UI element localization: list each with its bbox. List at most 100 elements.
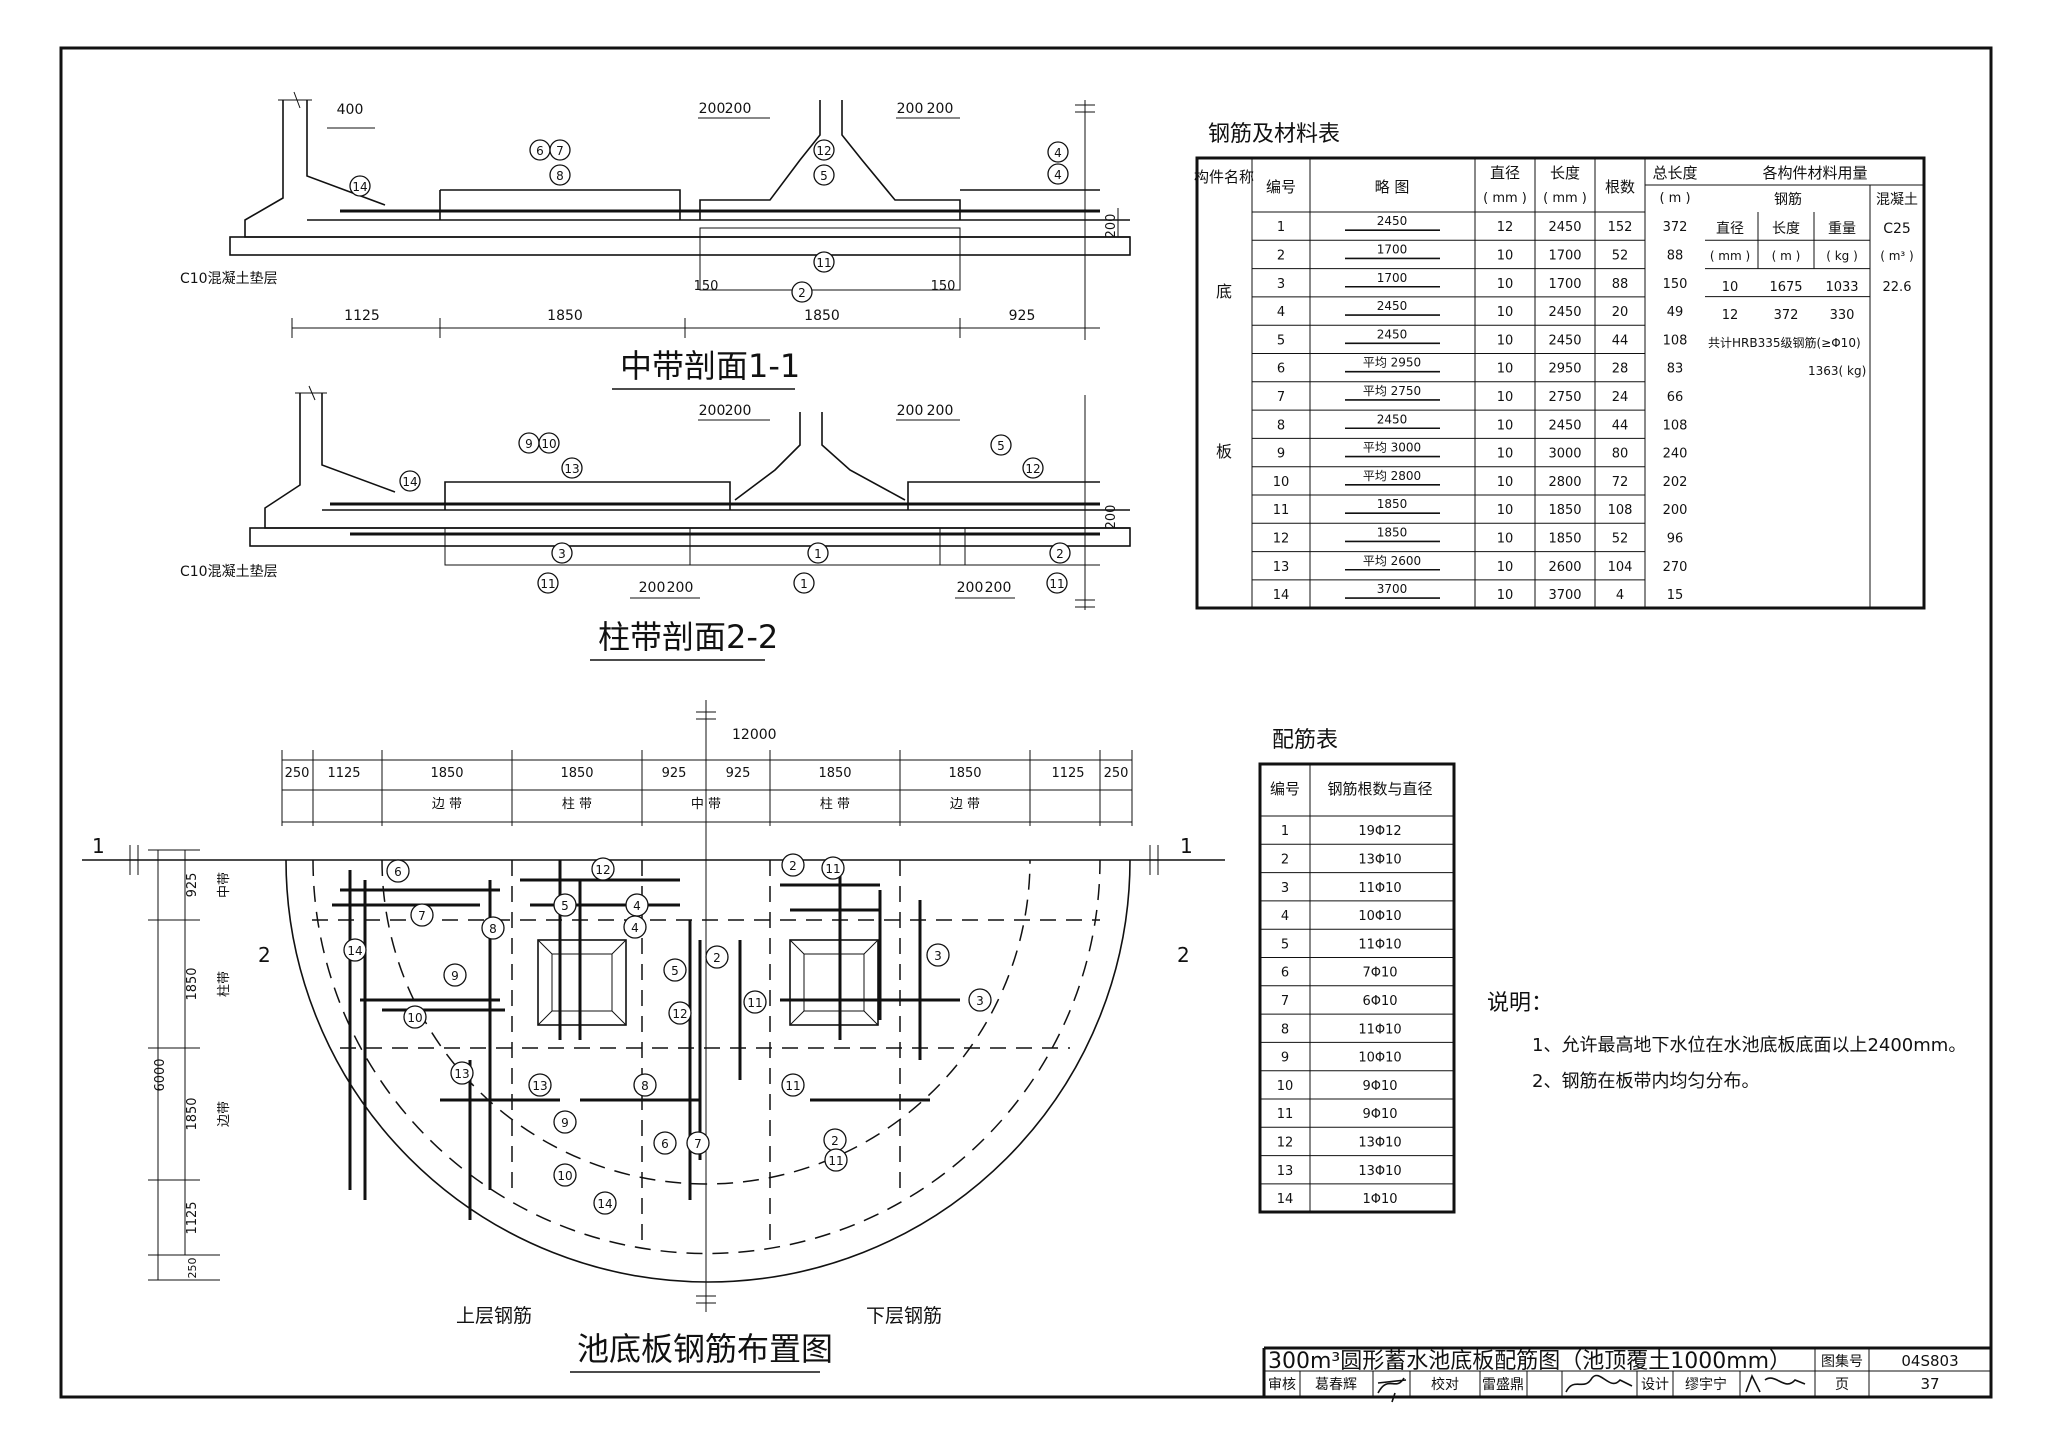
s2-mark-11a: 11 bbox=[540, 577, 555, 591]
material-cell-count: 104 bbox=[1608, 560, 1633, 575]
reviewer-signature bbox=[1377, 1377, 1407, 1403]
materials-headers: 构件名称 编号 略 图 直径 ( mm ) 长度 ( mm ) 根数 总长度 (… bbox=[1194, 164, 1918, 461]
svg-text:11: 11 bbox=[825, 862, 840, 876]
section1-dim-1850b: 1850 bbox=[804, 308, 840, 324]
materials-note-1: 共计HRB335级钢筋(≥Φ10) bbox=[1708, 335, 1861, 350]
svg-text:6: 6 bbox=[661, 1137, 669, 1151]
plan-left-dim-250: 250 bbox=[186, 1258, 199, 1279]
rebar-col-no: 编号 bbox=[1270, 780, 1300, 798]
section1-dim-150b: 150 bbox=[931, 279, 956, 294]
material-cell-len: 2450 bbox=[1548, 333, 1581, 348]
materials-table bbox=[1195, 156, 1926, 610]
plan-mark: 5 bbox=[553, 893, 577, 917]
plan-mark: 10 bbox=[553, 1163, 577, 1187]
plan-mark: 3 bbox=[926, 943, 950, 967]
s2-mark-2: 2 bbox=[1056, 547, 1064, 561]
page-label: 页 bbox=[1835, 1377, 1849, 1393]
material-cell-no: 2 bbox=[1277, 248, 1285, 263]
plan-mark: 12 bbox=[668, 1001, 692, 1025]
material-cell-total: 88 bbox=[1667, 248, 1684, 263]
plan-dim-1125b: 1125 bbox=[1051, 766, 1084, 781]
plan-dim-1850c: 1850 bbox=[818, 766, 851, 781]
mh-sub-dia: 直径 bbox=[1716, 220, 1744, 237]
plan-mark: 8 bbox=[633, 1073, 657, 1097]
plan-mark: 7 bbox=[410, 903, 434, 927]
section1-dim-1850a: 1850 bbox=[547, 308, 583, 324]
plan-left-band-edge: 边带 bbox=[217, 1101, 232, 1127]
plan-dim-925b: 925 bbox=[726, 766, 751, 781]
mh-len: 长度 bbox=[1550, 164, 1580, 182]
material-cell-total: 66 bbox=[1667, 390, 1684, 405]
material-cell-len: 1850 bbox=[1548, 503, 1581, 518]
plan-mark: 4 bbox=[625, 893, 649, 917]
material-cell-dia: 10 bbox=[1497, 390, 1514, 405]
review-label: 审核 bbox=[1268, 1377, 1296, 1393]
s2-mark-13: 13 bbox=[564, 462, 579, 476]
material-cell-count: 152 bbox=[1608, 220, 1633, 235]
svg-text:3: 3 bbox=[976, 994, 984, 1008]
mh-sub-dia-unit: ( mm ) bbox=[1710, 249, 1750, 263]
material-cell-dia: 10 bbox=[1497, 418, 1514, 433]
reviewer-name: 葛春辉 bbox=[1315, 1377, 1357, 1393]
section-1-1 bbox=[229, 91, 1131, 340]
material-cell-total: 83 bbox=[1667, 362, 1684, 377]
material-cell-count: 28 bbox=[1612, 362, 1629, 377]
section1-dim-200a: 200 bbox=[699, 101, 726, 117]
atlas-label: 图集号 bbox=[1821, 1353, 1863, 1370]
s1-mark-7: 7 bbox=[556, 144, 564, 158]
plan-dim-250b: 250 bbox=[1104, 766, 1129, 781]
plan-band-edge-right: 边 带 bbox=[950, 797, 980, 812]
svg-text:8: 8 bbox=[489, 922, 497, 936]
plan-left-dim-925: 925 bbox=[185, 873, 200, 898]
svg-text:10: 10 bbox=[407, 1011, 422, 1025]
material-cell-no: 7 bbox=[1277, 390, 1285, 405]
mh-concrete: 混凝土 bbox=[1876, 192, 1918, 208]
mh-conc-grade: C25 bbox=[1883, 221, 1911, 237]
rebar-cell-spec: 1Φ10 bbox=[1362, 1192, 1397, 1207]
rebar-cell-no: 5 bbox=[1281, 937, 1289, 952]
plan-upper-label: 上层钢筋 bbox=[456, 1305, 532, 1327]
section2-dim-200b: 200 bbox=[725, 403, 752, 419]
rebar-cell-spec: 13Φ10 bbox=[1358, 1135, 1401, 1150]
plan-band-column-left: 柱 带 bbox=[562, 797, 592, 812]
material-cell-dia: 12 bbox=[1497, 220, 1514, 235]
section1-marks bbox=[349, 139, 1069, 303]
svg-text:9: 9 bbox=[561, 1116, 569, 1130]
rebar-cell-spec: 7Φ10 bbox=[1362, 966, 1397, 981]
material-cell-total: 270 bbox=[1663, 560, 1688, 575]
mh-sub-wt-unit: ( kg ) bbox=[1826, 249, 1858, 263]
rebar-cell-no: 13 bbox=[1277, 1164, 1294, 1179]
material-cell-len: 1700 bbox=[1548, 277, 1581, 292]
mh-conc-unit: ( m³ ) bbox=[1880, 249, 1914, 263]
plan-band-edge-left: 边 带 bbox=[432, 797, 462, 812]
mh-no: 编号 bbox=[1266, 178, 1296, 196]
material-cell-total: 96 bbox=[1667, 531, 1684, 546]
s1-mark-2: 2 bbox=[798, 286, 806, 300]
rebar-cell-no: 6 bbox=[1281, 966, 1289, 981]
mh-dia-unit: ( mm ) bbox=[1483, 191, 1527, 206]
plan-mark: 11 bbox=[824, 1148, 848, 1172]
note-1: 1、允许最高地下水位在水池底板底面以上2400mm。 bbox=[1532, 1035, 1966, 1056]
material-cell-total: 150 bbox=[1663, 277, 1688, 292]
material-cell-dia: 10 bbox=[1497, 588, 1514, 603]
material-cell-total: 49 bbox=[1667, 305, 1684, 320]
page-no: 37 bbox=[1920, 1375, 1939, 1393]
section1-dim-1125: 1125 bbox=[344, 308, 380, 324]
plan-title: 池底板钢筋布置图 bbox=[577, 1330, 833, 1368]
mh-sub-len-unit: ( m ) bbox=[1772, 249, 1801, 263]
plan-dim-1125a: 1125 bbox=[327, 766, 360, 781]
material-cell-no: 3 bbox=[1277, 277, 1285, 292]
design-label: 设计 bbox=[1641, 1377, 1669, 1393]
material-sketch-label: 1850 bbox=[1377, 497, 1408, 511]
